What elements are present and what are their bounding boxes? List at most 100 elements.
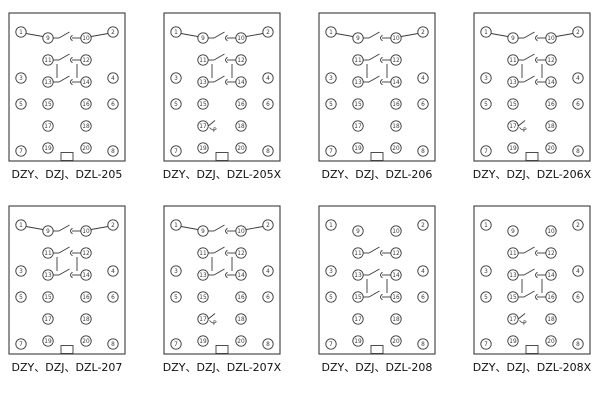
svg-text:9: 9 xyxy=(356,229,360,235)
svg-text:3: 3 xyxy=(174,269,178,275)
svg-text:7: 7 xyxy=(174,149,178,155)
svg-text:9: 9 xyxy=(201,229,205,235)
svg-text:18: 18 xyxy=(392,317,400,323)
svg-text:10: 10 xyxy=(392,36,400,42)
svg-text:1: 1 xyxy=(484,30,488,36)
svg-text:13: 13 xyxy=(354,273,362,279)
svg-text:13: 13 xyxy=(199,273,207,279)
svg-text:8: 8 xyxy=(421,149,425,155)
svg-text:7: 7 xyxy=(329,342,333,348)
svg-text:2: 2 xyxy=(111,223,115,229)
svg-text:1: 1 xyxy=(174,223,178,229)
svg-text:8: 8 xyxy=(576,149,580,155)
svg-text:18: 18 xyxy=(392,124,400,130)
svg-text:9: 9 xyxy=(46,36,50,42)
svg-text:14: 14 xyxy=(82,273,90,279)
svg-text:3: 3 xyxy=(484,76,488,82)
svg-text:16: 16 xyxy=(237,295,245,301)
svg-text:11: 11 xyxy=(44,251,52,257)
svg-text:20: 20 xyxy=(237,339,245,345)
svg-text:14: 14 xyxy=(392,273,400,279)
svg-text:1: 1 xyxy=(174,30,178,36)
svg-text:P: P xyxy=(213,127,217,134)
svg-text:18: 18 xyxy=(82,317,90,323)
svg-text:P: P xyxy=(523,127,527,134)
svg-text:13: 13 xyxy=(509,80,517,86)
svg-text:12: 12 xyxy=(392,58,400,64)
svg-text:12: 12 xyxy=(547,251,555,257)
svg-text:2: 2 xyxy=(576,223,580,229)
svg-text:11: 11 xyxy=(509,58,517,64)
svg-text:6: 6 xyxy=(266,102,270,108)
svg-text:5: 5 xyxy=(484,102,488,108)
svg-text:15: 15 xyxy=(199,295,207,301)
svg-text:4: 4 xyxy=(111,76,115,82)
svg-text:15: 15 xyxy=(509,102,517,108)
svg-text:14: 14 xyxy=(82,80,90,86)
panel-label: DZY、DZJ、DZL-206 xyxy=(321,168,433,181)
svg-text:9: 9 xyxy=(511,229,515,235)
svg-text:6: 6 xyxy=(266,295,270,301)
svg-text:20: 20 xyxy=(392,339,400,345)
svg-text:3: 3 xyxy=(174,76,178,82)
svg-text:11: 11 xyxy=(44,58,52,64)
svg-text:12: 12 xyxy=(237,58,245,64)
svg-text:P: P xyxy=(523,320,527,327)
svg-text:1: 1 xyxy=(329,223,333,229)
svg-text:19: 19 xyxy=(509,146,517,152)
panel-label: DZY、DZJ、DZL-208X xyxy=(472,361,592,374)
svg-text:8: 8 xyxy=(266,149,270,155)
svg-text:4: 4 xyxy=(111,269,115,275)
svg-text:9: 9 xyxy=(46,229,50,235)
svg-text:4: 4 xyxy=(421,76,425,82)
svg-text:1: 1 xyxy=(484,223,488,229)
svg-text:10: 10 xyxy=(237,229,245,235)
svg-text:6: 6 xyxy=(421,295,425,301)
svg-text:16: 16 xyxy=(392,295,400,301)
svg-text:P: P xyxy=(213,320,217,327)
panel-label: DZY、DZJ、DZL-207X xyxy=(162,361,282,374)
svg-text:12: 12 xyxy=(82,251,90,257)
svg-text:16: 16 xyxy=(82,295,90,301)
svg-text:10: 10 xyxy=(237,36,245,42)
svg-text:17: 17 xyxy=(199,124,207,130)
svg-text:18: 18 xyxy=(547,124,555,130)
svg-text:15: 15 xyxy=(44,295,52,301)
svg-text:12: 12 xyxy=(392,251,400,257)
svg-text:6: 6 xyxy=(576,295,580,301)
svg-text:12: 12 xyxy=(82,58,90,64)
svg-text:2: 2 xyxy=(266,30,270,36)
svg-text:19: 19 xyxy=(199,146,207,152)
panel-label: DZY、DZJ、DZL-207 xyxy=(11,361,123,374)
svg-text:17: 17 xyxy=(509,317,517,323)
svg-text:1: 1 xyxy=(19,223,23,229)
svg-text:16: 16 xyxy=(237,102,245,108)
svg-text:17: 17 xyxy=(509,124,517,130)
svg-text:5: 5 xyxy=(174,102,178,108)
svg-text:15: 15 xyxy=(44,102,52,108)
svg-text:20: 20 xyxy=(82,339,90,345)
svg-text:15: 15 xyxy=(354,295,362,301)
svg-text:19: 19 xyxy=(44,146,52,152)
svg-text:15: 15 xyxy=(509,295,517,301)
svg-text:7: 7 xyxy=(19,149,23,155)
svg-text:7: 7 xyxy=(329,149,333,155)
svg-text:18: 18 xyxy=(237,124,245,130)
svg-text:9: 9 xyxy=(201,36,205,42)
svg-text:17: 17 xyxy=(199,317,207,323)
svg-text:11: 11 xyxy=(354,58,362,64)
svg-text:20: 20 xyxy=(82,146,90,152)
svg-text:11: 11 xyxy=(509,251,517,257)
svg-text:2: 2 xyxy=(576,30,580,36)
svg-text:17: 17 xyxy=(354,317,362,323)
svg-text:20: 20 xyxy=(392,146,400,152)
svg-text:14: 14 xyxy=(547,273,555,279)
